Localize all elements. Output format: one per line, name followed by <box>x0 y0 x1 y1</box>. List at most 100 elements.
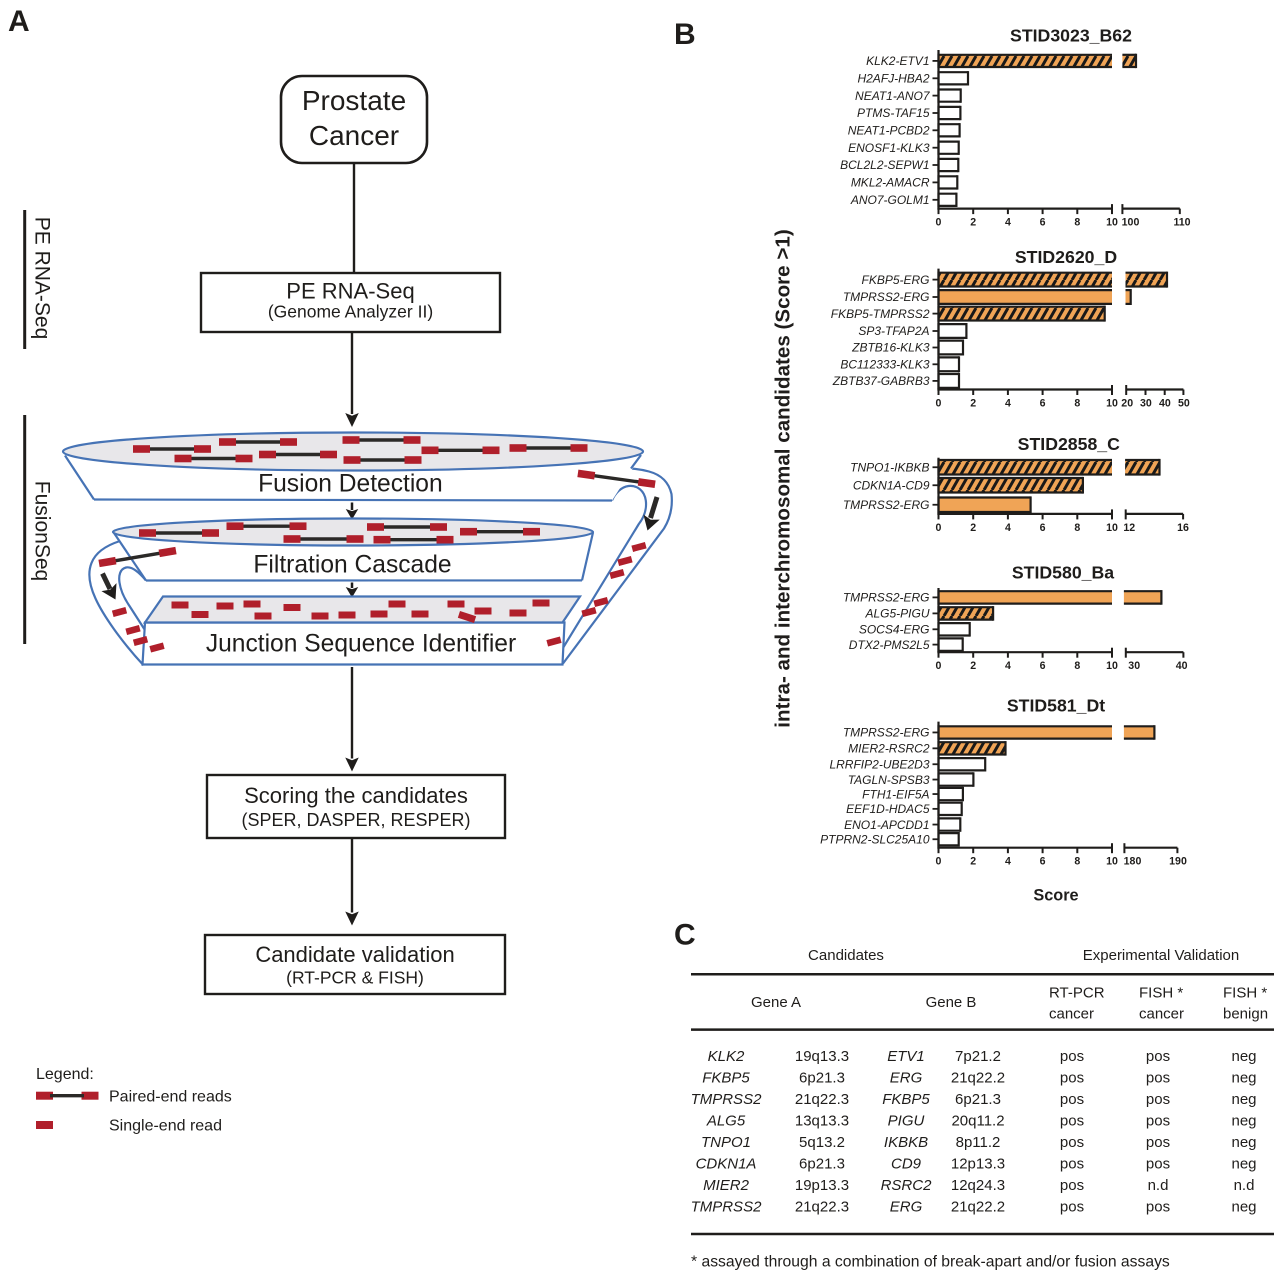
svg-text:12p13.3: 12p13.3 <box>951 1156 1005 1173</box>
svg-text:Filtration Cascade: Filtration Cascade <box>253 552 451 579</box>
svg-text:KLK2-ETV1: KLK2-ETV1 <box>866 54 929 68</box>
svg-text:2: 2 <box>970 660 976 672</box>
svg-text:(SPER, DASPER, RESPER): (SPER, DASPER, RESPER) <box>241 810 470 830</box>
svg-text:pos: pos <box>1060 1177 1084 1194</box>
svg-text:ERG: ERG <box>890 1070 923 1087</box>
svg-text:BC112333-KLK3: BC112333-KLK3 <box>840 358 930 372</box>
svg-text:neg: neg <box>1231 1091 1256 1108</box>
svg-text:B: B <box>674 18 696 51</box>
svg-text:benign: benign <box>1223 1006 1268 1023</box>
svg-text:pos: pos <box>1146 1048 1170 1065</box>
svg-text:IKBKB: IKBKB <box>884 1134 928 1151</box>
svg-text:5q13.2: 5q13.2 <box>799 1134 845 1151</box>
svg-text:6p21.3: 6p21.3 <box>799 1070 845 1087</box>
svg-text:8p11.2: 8p11.2 <box>956 1134 1001 1151</box>
svg-text:pos: pos <box>1146 1134 1170 1151</box>
svg-text:MIER2: MIER2 <box>703 1177 750 1194</box>
svg-text:pos: pos <box>1146 1113 1170 1130</box>
svg-text:pos: pos <box>1060 1199 1084 1216</box>
svg-text:STID580_Ba: STID580_Ba <box>1012 563 1114 583</box>
svg-text:TMPRSS2-ERG: TMPRSS2-ERG <box>843 290 930 304</box>
svg-text:ENOSF1-KLK3: ENOSF1-KLK3 <box>848 141 930 155</box>
svg-text:Scoring the candidates: Scoring the candidates <box>244 783 468 808</box>
svg-text:21q22.3: 21q22.3 <box>795 1199 849 1216</box>
svg-text:12: 12 <box>1123 522 1135 534</box>
svg-text:STID581_Dt: STID581_Dt <box>1007 696 1105 716</box>
svg-text:EEF1D-HDAC5: EEF1D-HDAC5 <box>846 802 930 816</box>
svg-text:pos: pos <box>1060 1113 1084 1130</box>
svg-text:pos: pos <box>1060 1048 1084 1065</box>
svg-text:neg: neg <box>1231 1199 1256 1216</box>
svg-text:ZBTB16-KLK3: ZBTB16-KLK3 <box>851 341 930 355</box>
svg-text:pos: pos <box>1060 1134 1084 1151</box>
svg-text:intra- and interchromosomal ca: intra- and interchromosomal candidates (… <box>772 229 795 727</box>
svg-text:FKBP5-ERG: FKBP5-ERG <box>861 273 929 287</box>
svg-text:TNPO1: TNPO1 <box>701 1134 751 1151</box>
svg-text:10: 10 <box>1106 856 1118 868</box>
svg-text:FTH1-EIF5A: FTH1-EIF5A <box>862 787 929 801</box>
svg-text:30: 30 <box>1128 660 1140 672</box>
svg-text:TAGLN-SPSB3: TAGLN-SPSB3 <box>848 773 930 787</box>
svg-text:pos: pos <box>1146 1199 1170 1216</box>
svg-text:A: A <box>8 5 30 38</box>
svg-text:NEAT1-PCBD2: NEAT1-PCBD2 <box>848 124 930 138</box>
svg-text:n.d: n.d <box>1148 1177 1169 1194</box>
svg-text:FKBP5-TMPRSS2: FKBP5-TMPRSS2 <box>831 307 930 321</box>
svg-text:cancer: cancer <box>1049 1006 1094 1023</box>
svg-text:6: 6 <box>1040 522 1046 534</box>
svg-text:180: 180 <box>1124 856 1142 868</box>
svg-text:ANO7-GOLM1: ANO7-GOLM1 <box>850 193 930 207</box>
svg-text:6: 6 <box>1040 398 1046 410</box>
svg-text:10: 10 <box>1106 660 1118 672</box>
svg-text:SOCS4-ERG: SOCS4-ERG <box>859 623 930 637</box>
svg-text:50: 50 <box>1178 398 1190 410</box>
svg-text:0: 0 <box>936 522 942 534</box>
svg-text:4: 4 <box>1005 856 1011 868</box>
svg-text:19p13.3: 19p13.3 <box>795 1177 849 1194</box>
svg-text:4: 4 <box>1005 522 1011 534</box>
svg-text:6: 6 <box>1040 660 1046 672</box>
svg-text:TMPRSS2-ERG: TMPRSS2-ERG <box>843 726 930 740</box>
svg-text:H2AFJ-HBA2: H2AFJ-HBA2 <box>857 72 929 86</box>
svg-text:FISH *: FISH * <box>1223 985 1267 1002</box>
svg-text:STID3023_B62: STID3023_B62 <box>1010 26 1132 46</box>
svg-text:Score: Score <box>1033 887 1078 905</box>
svg-text:ALG5-PIGU: ALG5-PIGU <box>864 607 929 621</box>
svg-text:10: 10 <box>1106 522 1118 534</box>
svg-text:4: 4 <box>1005 398 1011 410</box>
svg-text:RSRC2: RSRC2 <box>881 1177 933 1194</box>
svg-text:7p21.2: 7p21.2 <box>955 1048 1001 1065</box>
svg-text:16: 16 <box>1177 522 1189 534</box>
svg-text:MIER2-RSRC2: MIER2-RSRC2 <box>848 742 930 756</box>
svg-text:FKBP5: FKBP5 <box>882 1091 930 1108</box>
svg-text:Junction Sequence Identifier: Junction Sequence Identifier <box>206 631 516 658</box>
svg-text:pos: pos <box>1060 1156 1084 1173</box>
svg-text:ZBTB37-GABRB3: ZBTB37-GABRB3 <box>832 374 930 388</box>
svg-text:8: 8 <box>1074 522 1080 534</box>
svg-text:neg: neg <box>1231 1113 1256 1130</box>
svg-text:Experimental Validation: Experimental Validation <box>1083 947 1239 964</box>
svg-text:2: 2 <box>970 217 976 229</box>
svg-text:30: 30 <box>1140 398 1152 410</box>
svg-text:20: 20 <box>1121 398 1133 410</box>
svg-text:LRRFIP2-UBE2D3: LRRFIP2-UBE2D3 <box>829 757 929 771</box>
svg-text:PE RNA-Seq: PE RNA-Seq <box>286 279 414 304</box>
svg-text:KLK2: KLK2 <box>708 1048 745 1065</box>
svg-text:40: 40 <box>1159 398 1171 410</box>
svg-text:Gene B: Gene B <box>926 994 977 1011</box>
svg-text:Candidate validation: Candidate validation <box>255 942 454 967</box>
svg-text:ETV1: ETV1 <box>887 1048 925 1065</box>
svg-text:n.d: n.d <box>1234 1177 1255 1194</box>
svg-text:* assayed through a combinatio: * assayed through a combination of break… <box>691 1254 1170 1271</box>
svg-text:neg: neg <box>1231 1134 1256 1151</box>
svg-text:4: 4 <box>1005 217 1011 229</box>
svg-text:STID2858_C: STID2858_C <box>1018 434 1120 454</box>
svg-text:(Genome Analyzer II): (Genome Analyzer II) <box>268 302 433 322</box>
svg-text:ENO1-APCDD1: ENO1-APCDD1 <box>844 818 929 832</box>
svg-text:cancer: cancer <box>1139 1006 1184 1023</box>
svg-text:PE RNA-Seq: PE RNA-Seq <box>31 217 54 340</box>
svg-text:TMPRSS2-ERG: TMPRSS2-ERG <box>843 591 930 605</box>
svg-text:110: 110 <box>1173 217 1190 229</box>
svg-text:10: 10 <box>1106 217 1118 229</box>
svg-text:RT-PCR: RT-PCR <box>1049 985 1105 1002</box>
